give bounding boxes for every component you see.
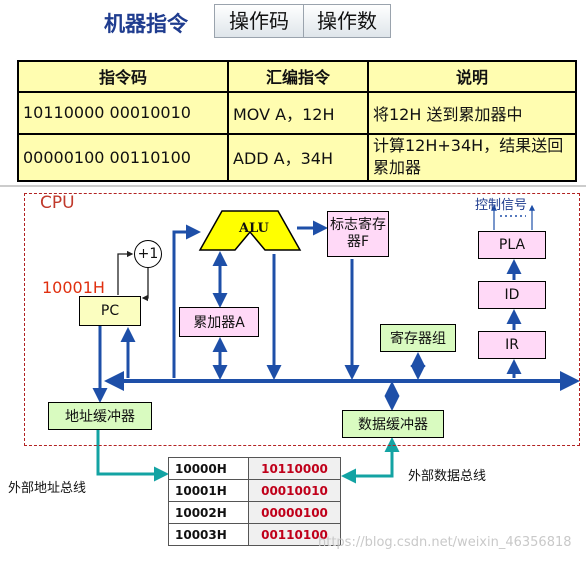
cell-description: 将12H 送到累加器中 bbox=[367, 90, 577, 135]
data-buffer: 数据缓冲器 bbox=[342, 410, 444, 438]
column-header-assembly: 汇编指令 bbox=[227, 60, 369, 93]
memory-row: 10000H 10110000 bbox=[168, 457, 341, 480]
memory-row: 10002H 00000100 bbox=[168, 501, 341, 524]
external-data-bus-label: 外部数据总线 bbox=[408, 469, 487, 484]
increment-node: +1 bbox=[134, 240, 162, 268]
memory-data: 10110000 bbox=[248, 457, 341, 480]
column-header-opcode: 指令码 bbox=[17, 60, 229, 93]
memory-row: 10001H 00010010 bbox=[168, 479, 341, 502]
table-header-row: 指令码 汇编指令 说明 bbox=[17, 60, 577, 93]
accumulator-register: 累加器A bbox=[179, 307, 259, 337]
memory-data: 00010010 bbox=[248, 479, 341, 502]
cell-opcode: 00000100 00110100 bbox=[17, 132, 229, 183]
memory-address: 10000H bbox=[168, 457, 249, 480]
memory-data: 00110100 bbox=[248, 523, 341, 546]
external-address-path bbox=[96, 430, 169, 482]
pla-block: PLA bbox=[478, 231, 546, 259]
cell-opcode: 10110000 00010010 bbox=[17, 90, 229, 135]
memory-row: 10003H 00110100 bbox=[168, 523, 341, 546]
alu-label: ALU bbox=[239, 221, 269, 236]
memory-address: 10002H bbox=[168, 501, 249, 524]
memory-address: 10001H bbox=[168, 479, 249, 502]
pc-to-increment bbox=[117, 250, 134, 295]
cell-description: 计算12H+34H，结果送回累加器 bbox=[367, 132, 577, 183]
pc-address-label: 10001H bbox=[42, 278, 105, 297]
external-address-bus-label: 外部地址总线 bbox=[8, 481, 87, 496]
table-row: 10110000 00010010 MOV A，12H 将12H 送到累加器中 bbox=[17, 90, 577, 135]
cpu-frame bbox=[24, 193, 580, 446]
cell-assembly: MOV A，12H bbox=[227, 90, 369, 135]
bus-to-alu-left bbox=[172, 224, 201, 378]
cpu-label: CPU bbox=[40, 193, 75, 213]
register-group: 寄存器组 bbox=[380, 324, 456, 352]
memory-address: 10003H bbox=[168, 523, 249, 546]
instruction-register: IR bbox=[478, 331, 546, 359]
page-title: 机器指令 bbox=[104, 12, 188, 36]
increment-to-pc bbox=[141, 268, 149, 302]
cell-assembly: ADD A，34H bbox=[227, 132, 369, 183]
memory-table: 10000H 10110000 10001H 00010010 10002H 0… bbox=[168, 457, 341, 546]
address-buffer: 地址缓冲器 bbox=[48, 402, 152, 430]
flags-register: 标志寄存器F bbox=[327, 211, 389, 257]
column-header-description: 说明 bbox=[367, 60, 577, 93]
program-counter: PC bbox=[79, 296, 141, 326]
alu-shape bbox=[198, 210, 302, 251]
tab-opcode[interactable]: 操作码 bbox=[214, 4, 304, 38]
control-signals-label: 控制信号 bbox=[475, 198, 528, 213]
tab-operand[interactable]: 操作数 bbox=[303, 4, 391, 38]
external-data-path bbox=[341, 437, 400, 484]
instruction-decoder: ID bbox=[478, 281, 546, 309]
table-row: 00000100 00110100 ADD A，34H 计算12H+34H，结果… bbox=[17, 132, 577, 183]
memory-data: 00000100 bbox=[248, 501, 341, 524]
watermark-text: https://blog.csdn.net/weixin_46356818 bbox=[318, 535, 572, 550]
instruction-table: 指令码 汇编指令 说明 10110000 00010010 MOV A，12H … bbox=[17, 60, 577, 183]
